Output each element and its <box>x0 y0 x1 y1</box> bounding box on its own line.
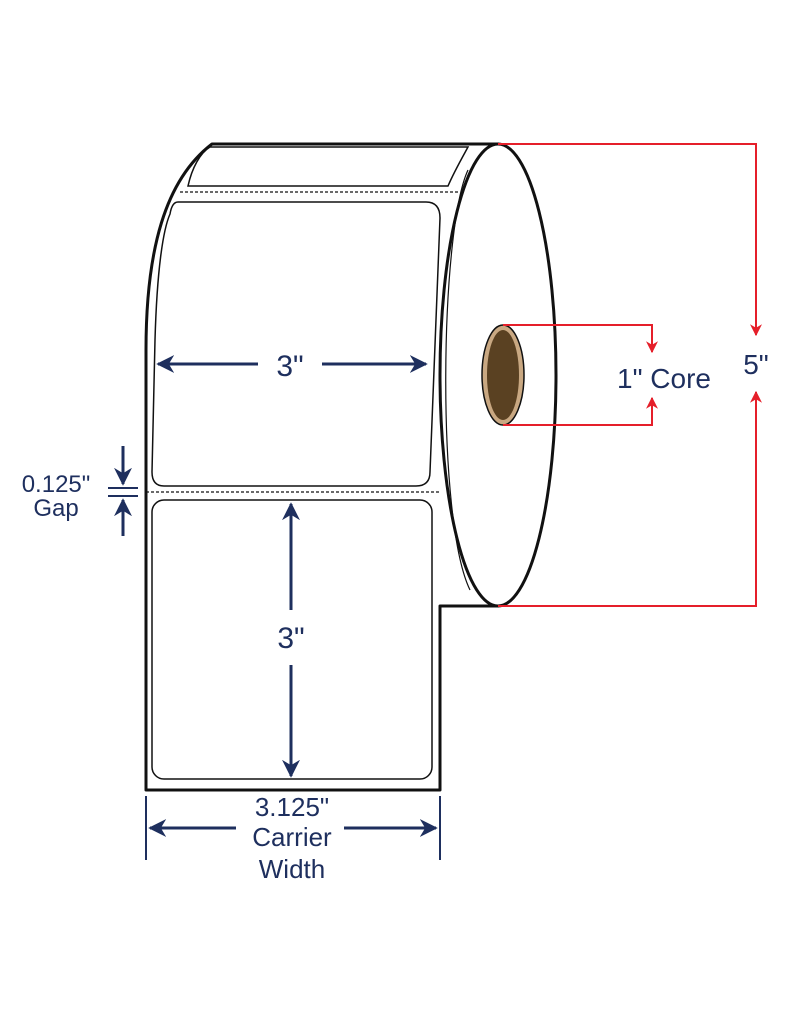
partial-top-label <box>187 146 470 187</box>
core-hole <box>487 330 519 420</box>
label-roll <box>144 142 558 792</box>
roll-diameter-text: 5" <box>743 349 769 380</box>
carrier-value-text: 3.125" <box>255 792 329 822</box>
label-height-dimension: 3" <box>277 502 305 778</box>
roll-leader-top <box>498 143 762 337</box>
carrier-line1-text: Carrier <box>252 822 332 852</box>
label-height-text: 3" <box>277 622 304 655</box>
upper-label <box>151 201 441 487</box>
label-width-text: 3" <box>276 350 303 383</box>
roll-diameter-dimension: 5" <box>498 143 769 607</box>
gap-dimension: 0.125" Gap <box>22 446 138 536</box>
gap-word-text: Gap <box>33 495 78 522</box>
core-dimension: 1" Core <box>503 324 711 426</box>
core-leader-bottom <box>503 396 658 426</box>
carrier-line2-text: Width <box>259 854 325 884</box>
carrier-width-dimension: 3.125" Carrier Width <box>145 792 441 884</box>
roll-leader-bottom <box>498 390 762 607</box>
roll-edge-ring <box>445 169 471 591</box>
core-leader-top <box>503 324 658 354</box>
core-text: 1" Core <box>617 363 711 394</box>
lower-label <box>151 499 433 780</box>
label-width-dimension: 3" <box>156 350 428 383</box>
gap-value-text: 0.125" <box>22 471 91 498</box>
